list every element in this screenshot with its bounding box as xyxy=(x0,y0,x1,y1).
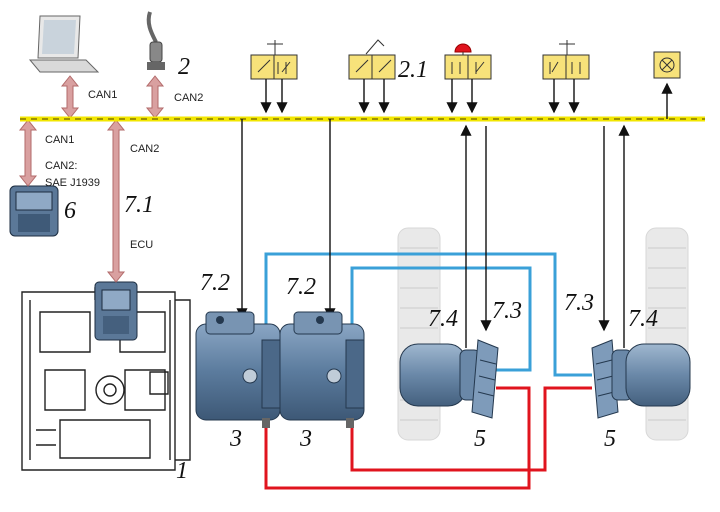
number-6: 6 xyxy=(64,198,76,224)
number-1: 1 xyxy=(176,458,188,484)
number-3-left: 3 xyxy=(229,426,242,452)
number-7-4-right: 7.4 xyxy=(628,306,658,332)
lever-control-box xyxy=(349,40,395,79)
number-5-left: 5 xyxy=(474,426,486,452)
label-can1-top: CAN1 xyxy=(88,89,117,101)
label-can2-sae-2: SAE J1939 xyxy=(45,177,100,189)
label-can2-mid: CAN2 xyxy=(130,143,159,155)
pump-right xyxy=(280,312,364,428)
left-track-shadow xyxy=(398,228,440,440)
label-can2-sae-1: CAN2: xyxy=(45,160,77,172)
label-can2-top: CAN2 xyxy=(174,92,203,104)
number-7-3-right: 7.3 xyxy=(564,290,594,316)
label-ecu: ECU xyxy=(130,239,153,251)
lamp-icon xyxy=(654,52,680,78)
switch-control-box xyxy=(543,40,589,79)
laptop-icon xyxy=(30,16,98,72)
controller-6 xyxy=(10,186,58,236)
number-2: 2 xyxy=(178,54,190,80)
pump-left xyxy=(196,312,280,428)
number-7-2-left: 7.2 xyxy=(200,270,230,296)
number-3-right: 3 xyxy=(299,426,312,452)
pedal-control-box xyxy=(251,40,297,79)
right-track-shadow xyxy=(646,228,688,440)
emergency-stop-box xyxy=(445,44,491,79)
number-5-right: 5 xyxy=(604,426,616,452)
number-7-3-left: 7.3 xyxy=(492,298,522,324)
label-can1-left: CAN1 xyxy=(45,134,74,146)
number-7-4-left: 7.4 xyxy=(428,306,458,332)
number-7-2-right: 7.2 xyxy=(286,274,316,300)
number-7-1: 7.1 xyxy=(124,192,154,218)
number-2-1: 2.1 xyxy=(398,57,428,83)
joystick-icon xyxy=(147,12,165,70)
ecu-module xyxy=(95,282,137,340)
